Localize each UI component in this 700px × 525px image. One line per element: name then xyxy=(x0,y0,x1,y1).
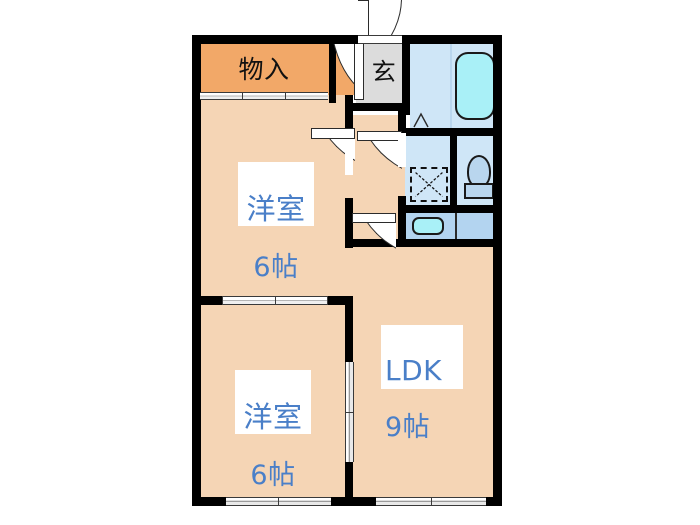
window-ldk[interactable] xyxy=(376,497,486,506)
western-room-lower-label: 洋室 6帖 xyxy=(235,370,311,489)
wall-right xyxy=(493,35,502,506)
closet-door-panel[interactable] xyxy=(200,93,243,99)
wall-hall-left-mid xyxy=(345,198,353,248)
wall-left xyxy=(192,35,201,506)
ldk-label-line2: 9帖 xyxy=(385,411,431,443)
room-divider-sliding-door[interactable] xyxy=(222,296,328,305)
wall-closet-genkan xyxy=(329,35,336,103)
closet-sliding-doors[interactable] xyxy=(200,92,328,100)
window-ldk-side[interactable] xyxy=(345,362,354,462)
window-pane[interactable] xyxy=(346,362,353,413)
window-pane[interactable] xyxy=(376,498,432,505)
bath-drain-marker xyxy=(412,112,430,128)
bathtub xyxy=(455,52,495,120)
ldk-label-line1: LDK xyxy=(385,353,443,387)
western-room-upper-label: 洋室 6帖 xyxy=(238,162,314,281)
wall-genkan-bottom xyxy=(350,103,406,111)
window-pane[interactable] xyxy=(346,412,353,462)
wall-hall-right-upper xyxy=(398,111,406,133)
room-label-line2: 6帖 xyxy=(253,251,299,283)
bath-floor-tint xyxy=(450,43,452,128)
toilet-bowl xyxy=(467,155,491,188)
entrance-genkan-label: 玄 xyxy=(371,58,397,86)
washing-machine-space xyxy=(410,167,448,202)
washroom-door-leaf[interactable] xyxy=(357,131,402,141)
bedroom-upper-door-leaf[interactable] xyxy=(311,128,355,139)
storage-closet-floor xyxy=(192,43,329,95)
washroom-floor xyxy=(405,136,453,217)
room-label-line1: 洋室 xyxy=(246,191,306,226)
wall-hall-right-lower xyxy=(398,196,406,244)
bedroom-upper-door-gap xyxy=(345,143,353,175)
genkan-inner-door-leaf[interactable] xyxy=(354,44,364,100)
entrance-door-leaf[interactable] xyxy=(358,0,369,40)
ldk-hall-door-leaf[interactable] xyxy=(352,213,396,223)
wall-top-right xyxy=(404,35,502,44)
washroom-door-gap xyxy=(398,133,406,167)
wall-entrance-stub-left xyxy=(350,35,358,44)
ldk-hall-door[interactable] xyxy=(352,213,396,260)
wall-hall-left-upper xyxy=(345,95,353,143)
room-label-line2: 6帖 xyxy=(250,459,296,491)
entrance-door[interactable] xyxy=(358,0,408,40)
storage-closet-label: 物入 xyxy=(238,55,290,84)
wall-kitchen-counter-bottom xyxy=(350,239,502,247)
window-pane[interactable] xyxy=(431,498,486,505)
washroom-door[interactable] xyxy=(357,131,402,179)
entrance-genkan-floor xyxy=(356,43,404,103)
kitchen-counter-divider xyxy=(455,212,457,240)
room-label-line1: 洋室 xyxy=(243,399,303,434)
divider-panel[interactable] xyxy=(223,297,276,304)
genkan-inner-door[interactable] xyxy=(330,44,364,102)
wall-top-left xyxy=(192,35,412,44)
wall-washroom-toilet xyxy=(450,128,457,210)
toilet-tank xyxy=(464,183,494,199)
entrance-door-threshold xyxy=(358,35,402,44)
closet-door-panel[interactable] xyxy=(286,93,328,99)
window-pane[interactable] xyxy=(226,498,279,505)
wall-washroom-bottom xyxy=(402,205,502,213)
window-pane[interactable] xyxy=(279,498,331,505)
living-dining-kitchen-label: LDK 9帖 xyxy=(381,325,463,441)
divider-panel[interactable] xyxy=(275,297,327,304)
window-lower-room[interactable] xyxy=(226,497,331,506)
kitchen-sink xyxy=(412,217,444,235)
closet-door-panel[interactable] xyxy=(243,93,286,99)
wall-genkan-right xyxy=(402,35,410,115)
